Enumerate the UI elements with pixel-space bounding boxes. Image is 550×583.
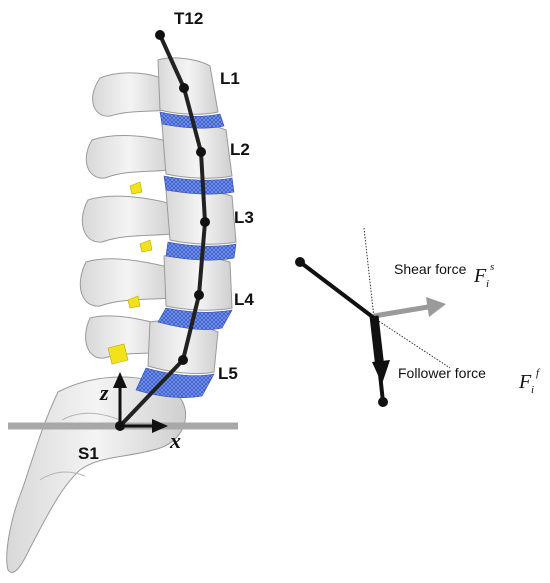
shear-force-arrowhead <box>426 297 446 317</box>
follower-force-label: Follower force <box>398 365 486 381</box>
diagram-node-bottom <box>378 397 388 407</box>
shear-force-superscript: s <box>490 261 494 273</box>
shear-force-arrow <box>374 307 428 316</box>
node-l2 <box>196 147 206 157</box>
follower-force-superscript: f <box>536 367 541 379</box>
reference-line-lower <box>374 318 450 368</box>
label-s1: S1 <box>78 444 99 463</box>
segment-upper <box>300 262 374 318</box>
reference-line-upper <box>364 228 374 318</box>
shear-force-symbol: F <box>473 265 487 287</box>
posterior-elements <box>80 73 174 358</box>
node-l1 <box>179 83 189 93</box>
label-l1: L1 <box>220 69 240 88</box>
label-l5: L5 <box>218 364 238 383</box>
node-t12 <box>155 30 165 40</box>
axis-x-label: x <box>169 428 181 453</box>
node-l4 <box>194 290 204 300</box>
shear-force-label: Shear force <box>394 261 467 277</box>
label-l4: L4 <box>234 290 254 309</box>
sacrum-bone <box>7 377 186 572</box>
diagram-node-top <box>295 257 305 267</box>
follower-force-symbol: F <box>518 371 532 393</box>
label-l2: L2 <box>230 140 250 159</box>
label-l3: L3 <box>234 208 254 227</box>
label-t12: T12 <box>174 9 203 28</box>
axis-z-label: z <box>99 380 109 405</box>
follower-force-subscript: i <box>531 384 534 396</box>
node-l5 <box>178 355 188 365</box>
follower-force-arrow <box>374 316 380 368</box>
follower-force-arrowhead <box>372 360 390 384</box>
shear-force-subscript: i <box>486 278 489 290</box>
node-l3 <box>200 217 210 227</box>
